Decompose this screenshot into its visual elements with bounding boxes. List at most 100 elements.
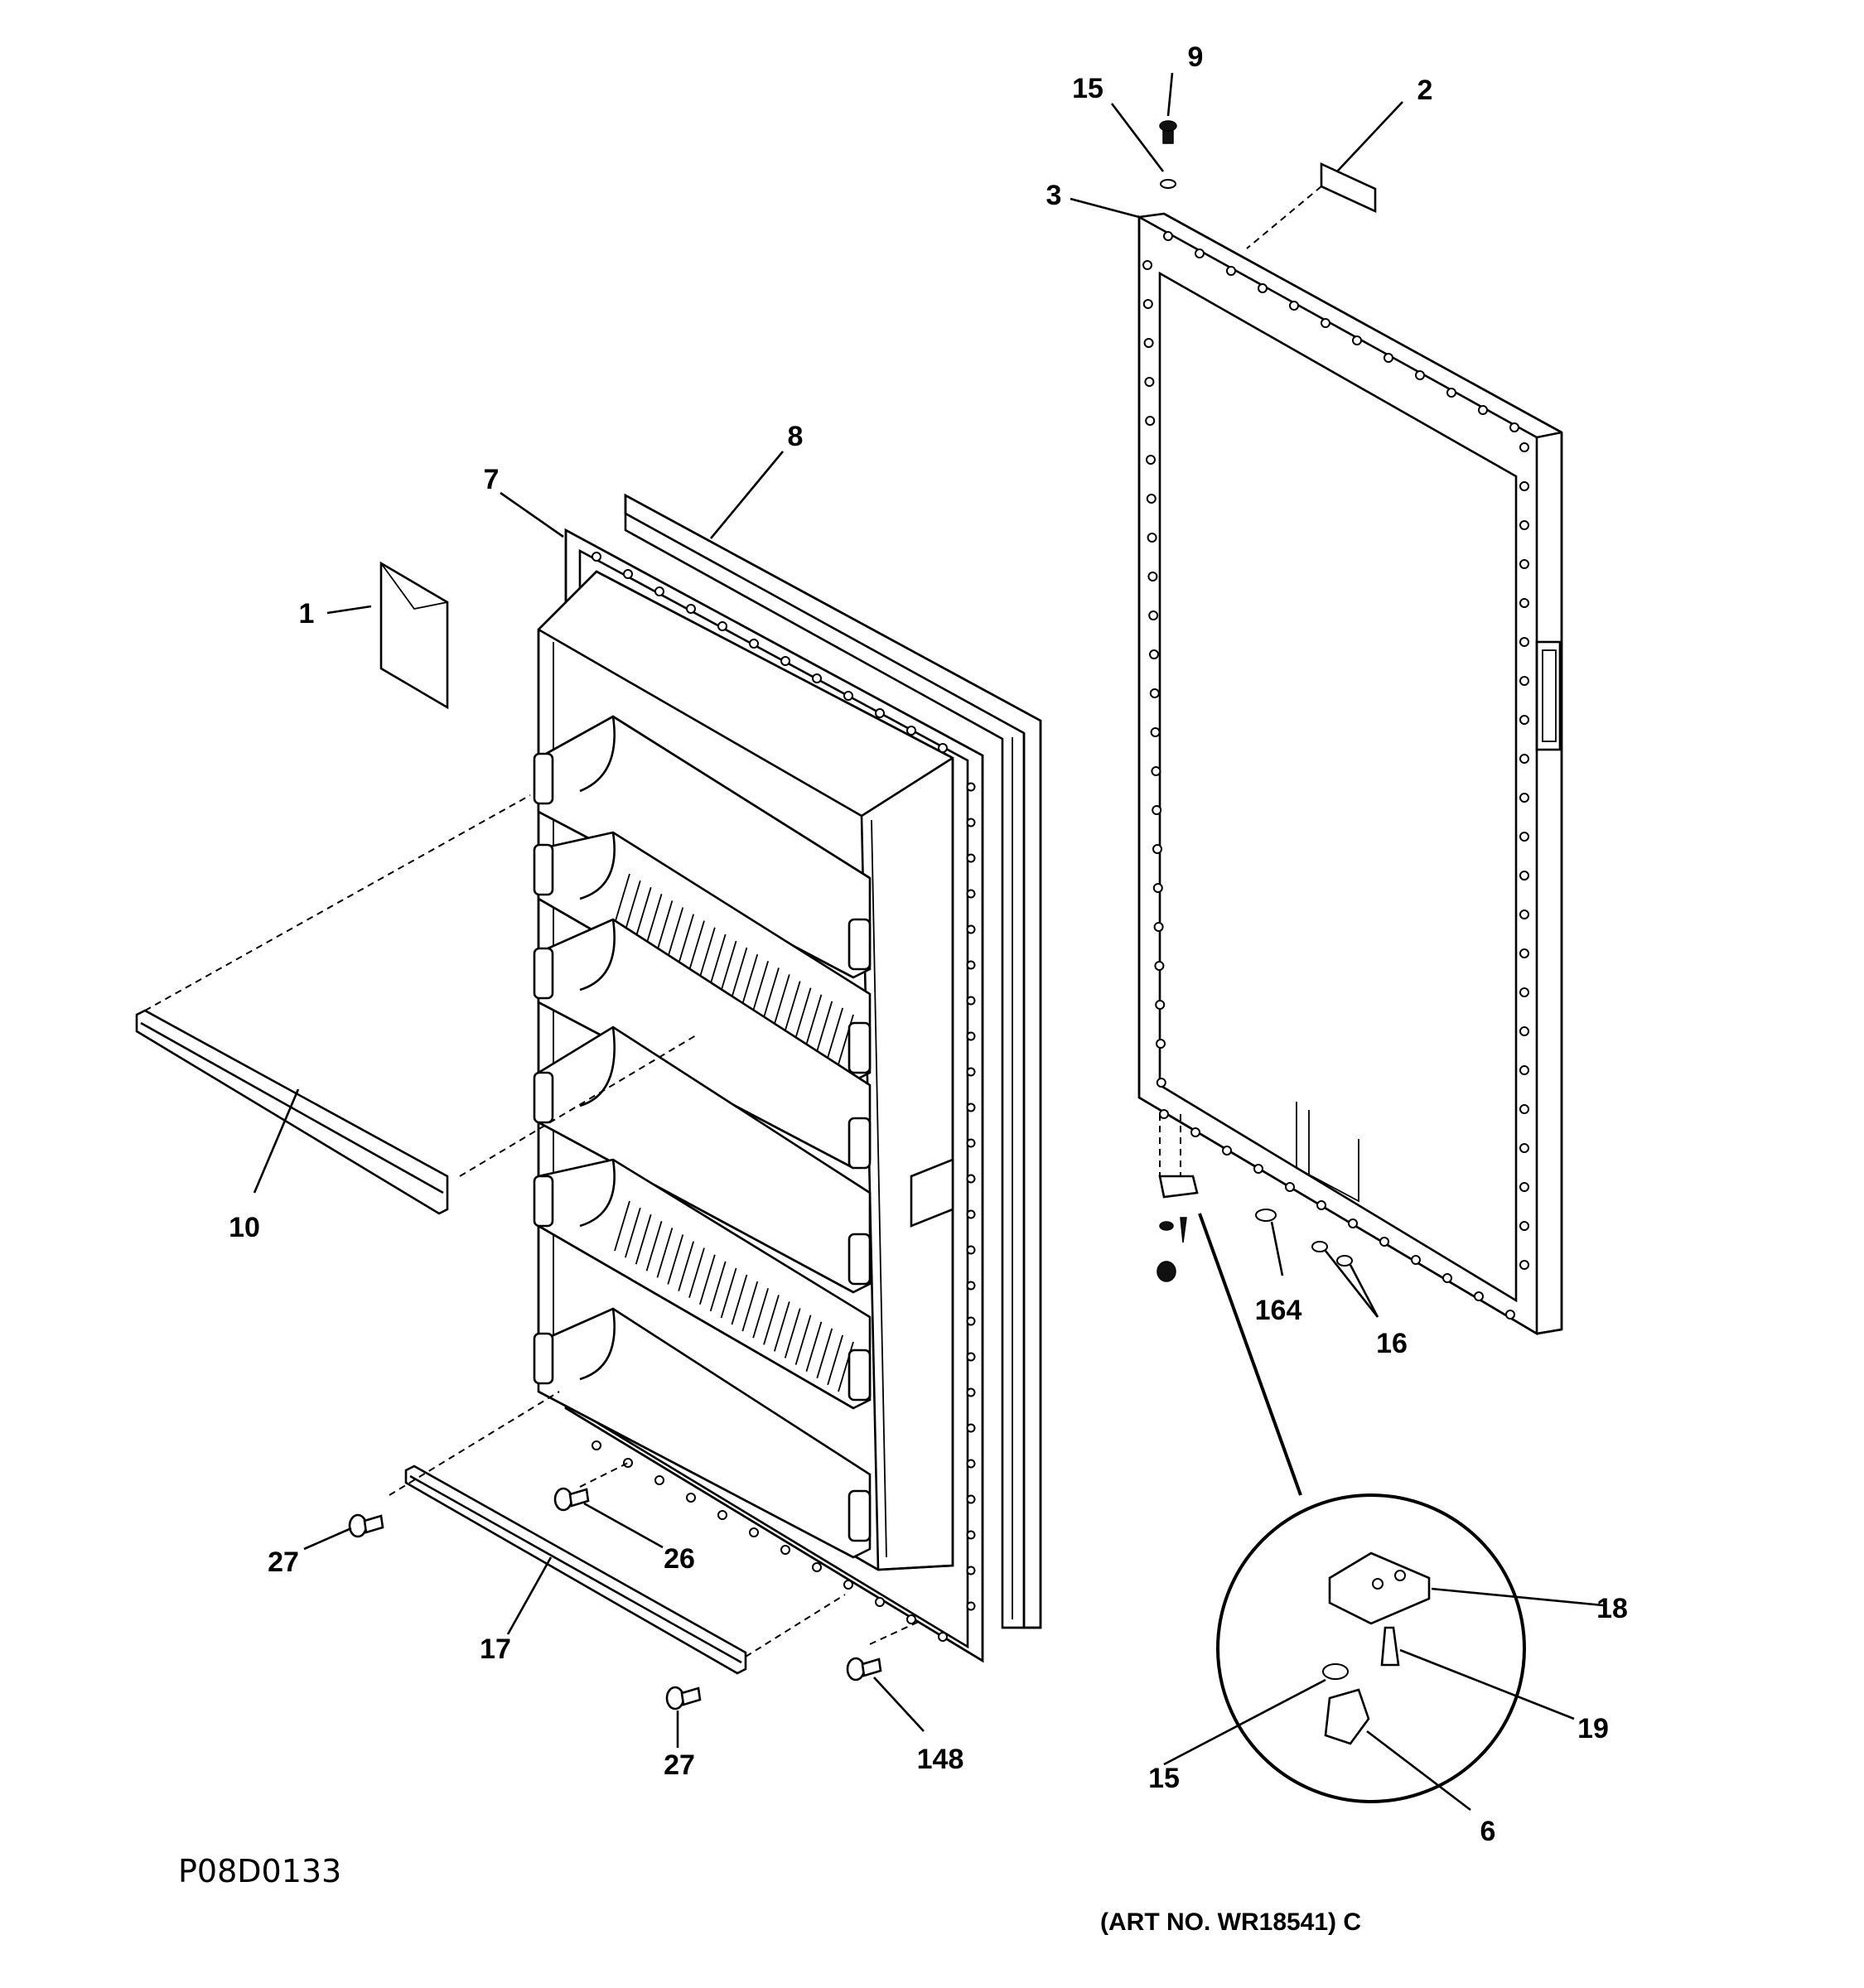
- screw-hole: [966, 1209, 976, 1219]
- screw-hole: [1147, 533, 1157, 543]
- screw-hole: [1142, 260, 1152, 270]
- callout-3: 3: [1046, 180, 1062, 211]
- screw-hole: [1226, 266, 1236, 276]
- part-10-shelf-rail: [135, 794, 697, 1215]
- screw-hole: [966, 1352, 976, 1362]
- screw-hole: [1152, 883, 1163, 893]
- screw-hole: [1519, 442, 1529, 452]
- shelf-rib: [645, 894, 663, 944]
- screw-hole: [1519, 1104, 1529, 1114]
- screw-hole: [1348, 1218, 1358, 1228]
- screw-hole: [686, 1493, 696, 1503]
- screw-hole: [1519, 793, 1529, 803]
- screw-hole: [1146, 455, 1156, 465]
- shelf-rib: [827, 1334, 844, 1386]
- screw-hole: [1519, 481, 1529, 491]
- screw-27-bottom: [665, 1686, 702, 1711]
- shelf-rib: [731, 1274, 748, 1325]
- callout-15-detail: 15: [1148, 1763, 1180, 1794]
- screw-hole: [1154, 961, 1165, 971]
- shelf-rib: [773, 1301, 790, 1352]
- shelf-rib: [763, 967, 780, 1018]
- hinge-detail-circle: [1198, 1213, 1526, 1803]
- leader-lines: [253, 72, 1604, 1812]
- screw-hole: [1253, 1164, 1263, 1174]
- screw-hole: [592, 552, 601, 562]
- screw-hole: [966, 996, 976, 1006]
- screw-hole: [966, 1566, 976, 1575]
- screw-hole: [1149, 688, 1160, 698]
- screw-hole: [1151, 766, 1161, 776]
- screw-hole: [1147, 572, 1158, 581]
- part-15-washer-top: [1160, 179, 1176, 189]
- shelf-rib: [709, 1261, 727, 1312]
- shelf-rib: [635, 886, 652, 938]
- screw-hole: [1446, 388, 1456, 398]
- callout-8: 8: [788, 421, 804, 452]
- liner-frame-holes: [592, 552, 976, 1642]
- screw-hole: [1149, 649, 1159, 659]
- screw-hole: [938, 1632, 948, 1642]
- part-8-door-gasket: [624, 493, 1042, 1629]
- part-3-outer-door: [1137, 212, 1563, 1336]
- shelf-rib: [667, 907, 684, 958]
- screw-hole: [1478, 405, 1488, 415]
- callout-1: 1: [299, 598, 315, 630]
- callout-7: 7: [484, 464, 500, 495]
- screw-hole: [1519, 910, 1529, 919]
- screw-hole: [1519, 637, 1529, 647]
- shelf-rib: [763, 1295, 780, 1345]
- screw-hole: [1379, 1237, 1389, 1247]
- shelf-rib: [752, 1287, 770, 1339]
- callout-26: 26: [664, 1543, 695, 1575]
- screw-hole: [1150, 727, 1161, 737]
- shelf-rib: [816, 1328, 833, 1379]
- screw-hole: [966, 1601, 976, 1611]
- art-number: (ART NO. WR18541) C: [1100, 1908, 1361, 1936]
- screw-hole: [1152, 805, 1162, 815]
- screw-hole: [1519, 1143, 1529, 1153]
- shelf-rib: [784, 981, 801, 1031]
- screw-hole: [875, 1597, 885, 1607]
- screw-hole: [906, 726, 916, 736]
- screw-hole: [1519, 987, 1529, 997]
- screw-hole: [1519, 676, 1529, 686]
- outer-door-holes: [1142, 231, 1529, 1320]
- screw-hole: [966, 853, 976, 863]
- screw-hole: [654, 586, 664, 596]
- shelf-rib: [645, 1221, 663, 1271]
- screw-hole: [966, 1174, 976, 1184]
- screw-hole: [1152, 844, 1162, 854]
- shelf-rib: [720, 1267, 737, 1319]
- callout-27-bottom: 27: [664, 1749, 695, 1781]
- shelf-rib: [784, 1308, 801, 1358]
- part-9-screw: [1159, 120, 1177, 144]
- callout-17: 17: [480, 1633, 511, 1665]
- screw-hole: [1159, 1109, 1169, 1119]
- diagram-code: P08D0133: [178, 1853, 341, 1889]
- screw-hole: [1519, 715, 1529, 725]
- callout-16: 16: [1376, 1328, 1408, 1359]
- screw-hole: [1144, 377, 1155, 387]
- shelf-rib: [805, 994, 823, 1045]
- shelf-rib: [794, 987, 812, 1038]
- screw-hole: [1289, 301, 1299, 311]
- screw-hole: [938, 743, 948, 753]
- screw-hole: [1519, 1221, 1529, 1231]
- screw-hole: [875, 708, 885, 718]
- screw-hole: [843, 1580, 853, 1590]
- screw-hole: [1258, 283, 1268, 293]
- screw-hole: [1519, 948, 1529, 958]
- screw-hole: [1519, 1182, 1529, 1192]
- shelf-rib: [635, 1214, 652, 1265]
- screw-hole: [966, 1067, 976, 1077]
- screw-hole: [966, 1031, 976, 1041]
- shelf-rib: [731, 947, 748, 998]
- screw-hole: [1285, 1182, 1295, 1192]
- screw-hole: [966, 1387, 976, 1397]
- screw-hole: [1148, 610, 1159, 620]
- screw-hole: [1519, 832, 1529, 842]
- shelf-rib: [741, 1281, 759, 1332]
- screw-hole: [780, 1545, 790, 1555]
